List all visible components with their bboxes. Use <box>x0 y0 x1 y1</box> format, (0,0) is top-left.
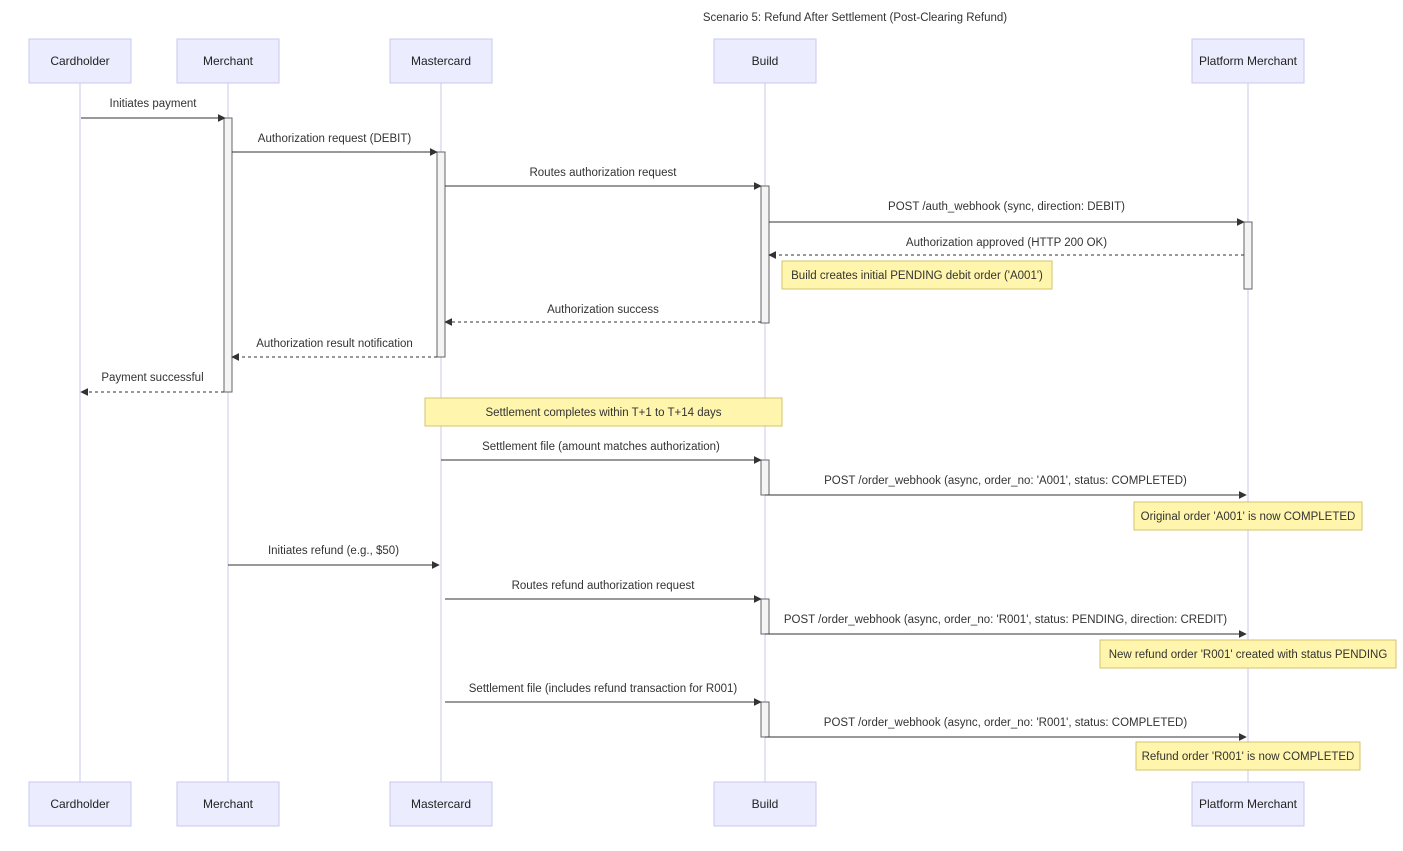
message-build-to-mastercard: Authorization success <box>444 304 761 326</box>
note-5: Refund order 'R001' is now COMPLETED <box>1135 741 1361 771</box>
actor-label: Build <box>752 797 779 811</box>
actors: CardholderCardholderMerchantMerchantMast… <box>28 38 1305 827</box>
message-label: Settlement file (amount matches authoriz… <box>482 441 720 453</box>
message-label: POST /order_webhook (async, order_no: 'R… <box>824 717 1188 729</box>
actor-label: Mastercard <box>411 797 471 811</box>
message-label: Initiates payment <box>110 98 198 110</box>
actor-merchant-bottom[interactable]: Merchant <box>176 781 280 827</box>
actor-merchant-top[interactable]: Merchant <box>176 38 280 84</box>
message-merchant-to-cardholder: Payment successful <box>80 372 224 396</box>
note-box <box>1135 741 1361 771</box>
actor-label: Platform Merchant <box>1199 797 1298 811</box>
note-3: Original order 'A001' is now COMPLETED <box>1133 501 1363 531</box>
message-label: Initiates refund (e.g., $50) <box>268 545 399 557</box>
message-label: Authorization result notification <box>256 338 413 350</box>
message-mastercard-to-build: Routes refund authorization request <box>445 580 762 603</box>
actor-box <box>389 38 493 84</box>
note-4: New refund order 'R001' created with sta… <box>1099 639 1397 669</box>
actor-label: Build <box>752 54 779 68</box>
message-label: POST /order_webhook (async, order_no: 'A… <box>824 475 1187 487</box>
message-mastercard-to-build: Settlement file (amount matches authoriz… <box>441 441 762 464</box>
actor-platform-bottom[interactable]: Platform Merchant <box>1191 781 1305 827</box>
activation-bar-mastercard <box>436 151 446 358</box>
message-label: Routes refund authorization request <box>512 580 696 592</box>
actor-label: Merchant <box>203 797 254 811</box>
activation-bar-build <box>760 459 770 496</box>
actor-platform-top[interactable]: Platform Merchant <box>1191 38 1305 84</box>
actor-build-bottom[interactable]: Build <box>713 781 817 827</box>
note-1: Build creates initial PENDING debit orde… <box>781 260 1053 290</box>
message-build-to-platform: POST /auth_webhook (sync, direction: DEB… <box>769 201 1245 226</box>
activation-bar-build <box>760 598 770 635</box>
actor-label: Cardholder <box>50 54 109 68</box>
message-label: Authorization request (DEBIT) <box>258 133 412 145</box>
actor-label: Mastercard <box>411 54 471 68</box>
message-label: Authorization success <box>547 304 659 316</box>
message-cardholder-to-merchant: Initiates payment <box>81 98 226 122</box>
actor-build-top[interactable]: Build <box>713 38 817 84</box>
message-build-to-platform: POST /order_webhook (async, order_no: 'R… <box>765 614 1247 638</box>
message-label: POST /order_webhook (async, order_no: 'R… <box>784 614 1227 626</box>
message-label: POST /auth_webhook (sync, direction: DEB… <box>888 201 1125 213</box>
activation-bar-platform <box>1243 221 1253 290</box>
note-box <box>781 260 1053 290</box>
actor-label: Platform Merchant <box>1199 54 1298 68</box>
activation-bar-build <box>760 701 770 738</box>
note-label: Settlement completes within T+1 to T+14 … <box>485 407 721 419</box>
message-label: Settlement file (includes refund transac… <box>469 683 738 695</box>
actor-mastercard-bottom[interactable]: Mastercard <box>389 781 493 827</box>
message-build-to-platform: POST /order_webhook (async, order_no: 'R… <box>765 717 1247 741</box>
actor-box <box>713 781 817 827</box>
activation-bar-merchant <box>223 117 233 393</box>
actor-box <box>176 38 280 84</box>
actor-box <box>713 38 817 84</box>
note-box <box>424 397 783 427</box>
actor-box <box>1191 781 1305 827</box>
message-mastercard-to-build: Routes authorization request <box>445 167 762 190</box>
activations <box>223 117 1253 738</box>
activation-bar-build <box>760 185 770 324</box>
actor-box <box>28 781 132 827</box>
lifelines <box>79 83 1249 782</box>
note-label: Build creates initial PENDING debit orde… <box>791 270 1043 282</box>
actor-label: Merchant <box>203 54 254 68</box>
actor-box <box>389 781 493 827</box>
note-box <box>1099 639 1397 669</box>
message-mastercard-to-build: Settlement file (includes refund transac… <box>445 683 762 706</box>
message-merchant-to-mastercard: Initiates refund (e.g., $50) <box>228 545 440 569</box>
note-label: New refund order 'R001' created with sta… <box>1109 649 1388 661</box>
message-merchant-to-mastercard: Authorization request (DEBIT) <box>232 133 438 156</box>
diagram-title: Scenario 5: Refund After Settlement (Pos… <box>703 12 1007 24</box>
message-label: Authorization approved (HTTP 200 OK) <box>906 237 1107 249</box>
message-label: Payment successful <box>101 372 203 384</box>
message-label: Routes authorization request <box>529 167 677 179</box>
note-2: Settlement completes within T+1 to T+14 … <box>424 397 783 427</box>
actor-cardholder-top[interactable]: Cardholder <box>28 38 132 84</box>
notes: Build creates initial PENDING debit orde… <box>424 260 1397 771</box>
message-build-to-platform: POST /order_webhook (async, order_no: 'A… <box>765 475 1247 499</box>
note-box <box>1133 501 1363 531</box>
message-platform-to-build: Authorization approved (HTTP 200 OK) <box>768 237 1244 259</box>
message-mastercard-to-merchant: Authorization result notification <box>231 338 437 361</box>
actor-label: Cardholder <box>50 797 109 811</box>
actor-cardholder-bottom[interactable]: Cardholder <box>28 781 132 827</box>
actor-box <box>176 781 280 827</box>
actor-mastercard-top[interactable]: Mastercard <box>389 38 493 84</box>
actor-box <box>28 38 132 84</box>
note-label: Original order 'A001' is now COMPLETED <box>1141 511 1356 523</box>
note-label: Refund order 'R001' is now COMPLETED <box>1142 751 1355 763</box>
actor-box <box>1191 38 1305 84</box>
